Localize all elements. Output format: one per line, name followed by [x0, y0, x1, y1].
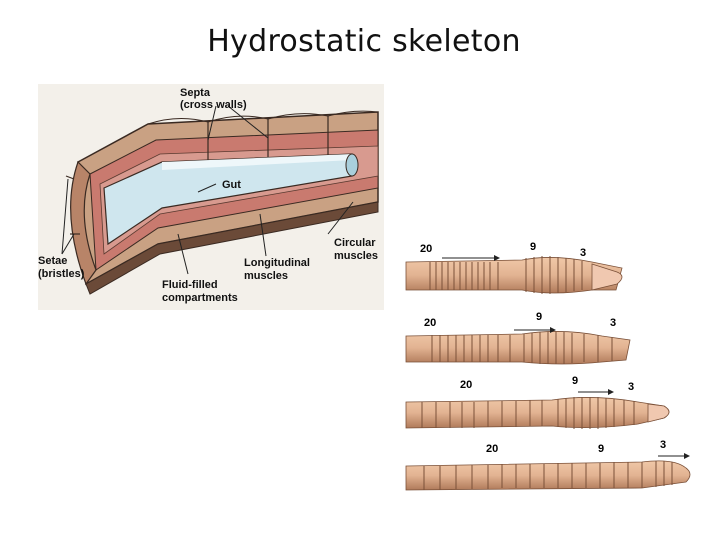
row2-label-3: 3 — [610, 317, 616, 329]
label-setae: Setae — [38, 255, 67, 267]
worm-anatomy-diagram: Septa (cross walls) Gut Setae (bristles)… — [38, 84, 384, 310]
row3-label-20: 20 — [460, 379, 472, 391]
gut-highlight — [162, 154, 352, 170]
leader-lines — [61, 105, 354, 275]
label-septa-sub: (cross walls) — [180, 99, 247, 111]
row2-label-20: 20 — [424, 317, 436, 329]
gut-opening — [345, 153, 359, 177]
worm-row-2: 20 9 3 — [405, 311, 631, 365]
row2-label-9: 9 — [536, 311, 542, 323]
segments-row-3 — [421, 397, 635, 429]
worm-row-4: 20 9 3 — [405, 439, 691, 491]
label-septa: Septa — [180, 87, 211, 99]
label-gut: Gut — [222, 179, 241, 191]
label-circular: Circular — [334, 237, 376, 249]
label-longitudinal-sub: muscles — [244, 270, 288, 282]
worm-locomotion-diagram: 20 9 3 20 9 3 — [405, 241, 691, 491]
slide-title: Hydrostatic skeleton — [207, 24, 521, 59]
label-longitudinal: Longitudinal — [244, 257, 310, 269]
label-circular-sub: muscles — [334, 250, 378, 262]
segments-row-1 — [429, 256, 583, 294]
worm-row-1: 20 9 3 — [405, 241, 623, 294]
segments-row-4 — [423, 461, 673, 490]
label-fluid-sub: compartments — [162, 292, 238, 304]
row1-label-20: 20 — [420, 243, 432, 255]
worm-row-3: 20 9 3 — [405, 375, 670, 429]
row4-label-9: 9 — [598, 443, 604, 455]
row4-label-20: 20 — [486, 443, 498, 455]
row1-label-3: 3 — [580, 247, 586, 259]
segments-row-2 — [431, 332, 613, 364]
row3-label-3: 3 — [628, 381, 634, 393]
ventral-band — [85, 201, 379, 295]
row4-label-3: 3 — [660, 439, 666, 451]
setae-bristles — [65, 175, 80, 235]
row3-label-9: 9 — [572, 375, 578, 387]
row1-label-9: 9 — [530, 241, 536, 253]
label-fluid: Fluid-filled — [162, 279, 218, 291]
label-setae-sub: (bristles) — [38, 268, 85, 280]
